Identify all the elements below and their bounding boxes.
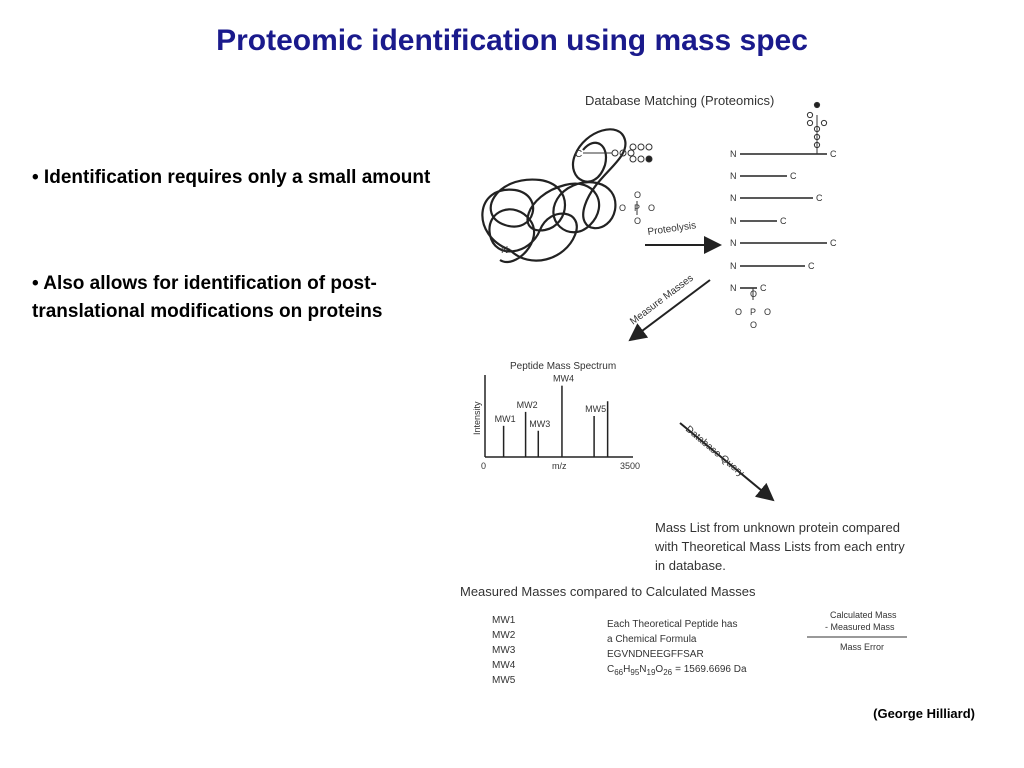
protein-c-terminus: C [575, 149, 582, 160]
svg-text:N: N [730, 149, 737, 159]
svg-text:N: N [730, 261, 737, 271]
diagram-heading: Database Matching (Proteomics) [585, 93, 774, 108]
spectrum-x-min: 0 [481, 461, 486, 471]
svg-text:O: O [764, 307, 771, 317]
svg-text:N: N [730, 216, 737, 226]
svg-text:P: P [634, 203, 640, 213]
chemical-formula: C66H95N19O26= 1569.6696 Da [607, 664, 747, 677]
spectrum-x-max: 3500 [620, 461, 640, 471]
fragment-termini: N C N C N C N C N C N C N C [730, 149, 837, 293]
svg-text:O: O [735, 307, 742, 317]
svg-text:O: O [619, 203, 626, 213]
mass-error-label: Mass Error [840, 642, 884, 652]
mass-list-line-2: with Theoretical Mass Lists from each en… [654, 539, 905, 554]
svg-text:C: C [760, 283, 767, 293]
svg-text:O: O [750, 320, 757, 330]
svg-text:P: P [750, 307, 756, 317]
phosphate-group-icon: O O P O O [619, 190, 655, 226]
protein-n-terminus: N [501, 245, 508, 256]
svg-text:C: C [830, 238, 837, 248]
measured-mass-mw3: MW3 [492, 645, 516, 656]
fragment-phosphate-icon: O O P O O [735, 288, 771, 330]
measure-masses-label: Measure Masses [628, 273, 695, 328]
proteolysis-label: Proteolysis [647, 220, 697, 238]
svg-text:C: C [830, 149, 837, 159]
spectrum-title: Peptide Mass Spectrum [510, 361, 616, 372]
theoretical-line-1: Each Theoretical Peptide has [607, 619, 737, 630]
measured-mass-mw1: MW1 [492, 615, 516, 626]
spectrum-peak-label-mw2: MW2 [517, 400, 538, 410]
spectrum-peak-label-mw4: MW4 [553, 374, 574, 384]
spectrum-peak-label-mw1: MW1 [495, 414, 516, 424]
fragment-glycan-icon [806, 101, 828, 154]
database-matching-diagram: Database Matching (Proteomics) C N O O P… [460, 93, 907, 686]
peptide-fragments [740, 153, 827, 289]
measure-masses-arrow [628, 279, 711, 342]
svg-text:C: C [816, 193, 823, 203]
credit-george-hilliard: (George Hilliard) [873, 706, 975, 721]
database-query-arrow [679, 422, 775, 502]
svg-text:C: C [780, 216, 787, 226]
measured-mass-label: - Measured Mass [825, 622, 895, 632]
calculated-mass-label: Calculated Mass [830, 610, 897, 620]
svg-text:O: O [634, 190, 641, 200]
peptide-sequence: EGVNDNEEGFFSAR [607, 649, 704, 660]
svg-text:O: O [750, 289, 757, 299]
theoretical-line-2: a Chemical Formula [607, 634, 697, 645]
spectrum-x-label: m/z [552, 461, 567, 471]
svg-text:N: N [730, 283, 737, 293]
mass-list-line-1: Mass List from unknown protein compared [655, 520, 900, 535]
measured-mass-mw5: MW5 [492, 675, 516, 686]
svg-text:N: N [730, 171, 737, 181]
glycan-chain-icon [583, 143, 653, 163]
spectrum-y-label: Intensity [472, 401, 482, 435]
folded-protein-icon [481, 128, 627, 263]
svg-text:N: N [730, 193, 737, 203]
spectrum-peak-label-mw3: MW3 [529, 419, 550, 429]
bullet-small-amount: • Identification requires only a small a… [32, 167, 431, 188]
measured-mass-mw2: MW2 [492, 630, 516, 641]
svg-text:O: O [634, 216, 641, 226]
svg-text:N: N [730, 238, 737, 248]
spectrum-peak-label-mw5: MW5 [585, 404, 606, 414]
svg-text:O: O [648, 203, 655, 213]
mass-list-line-3: in database. [655, 558, 726, 573]
slide-title: Proteomic identification using mass spec [216, 24, 808, 57]
database-query-label: Database Query [683, 424, 746, 479]
svg-text:C: C [790, 171, 797, 181]
comparison-heading: Measured Masses compared to Calculated M… [460, 584, 756, 599]
measured-mass-mw4: MW4 [492, 660, 516, 671]
svg-text:C: C [808, 261, 815, 271]
bullet-ptm-identification: • Also allows for identification of post… [32, 273, 383, 322]
